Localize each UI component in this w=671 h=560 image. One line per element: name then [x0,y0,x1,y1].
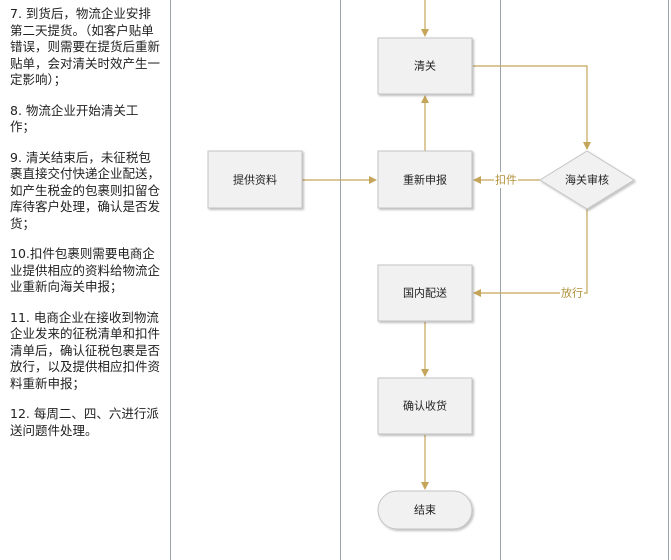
node-confirm-receipt [377,377,473,435]
note-8: 8. 物流企业开始清关工作； [10,102,139,135]
node-redeclare-label: 重新申报 [403,173,447,187]
node-customs-review-label: 海关审核 [565,173,609,187]
lane-divider-3 [500,0,501,560]
edge-customs-clear-to-review [473,65,591,150]
note-11: 11. 电商企业在接收到物流企业发来的征税清单和扣件清单后，确认征税包裹是否放行… [10,309,161,391]
node-end-label: 结束 [414,504,436,517]
edge-review-release-to-delivery [473,209,588,297]
lane-divider-1 [170,0,171,560]
node-redeclare [377,150,473,209]
lane-divider-4 [668,0,669,560]
note-7: 7. 到货后，物流企业安排第二天提货。（如客户贴单错误，则需要在提货后重新贴单，… [10,6,161,87]
node-provide-docs-label: 提供资料 [233,173,277,187]
lane-divider-2 [340,0,341,560]
note-12: 12. 每周二、四、六进行派送问题件处理。 [10,406,159,438]
node-domestic-delivery [377,264,473,322]
note-10: 10.扣件包裹则需要电商企业提供相应的资料给物流企业重新向海关申报； [10,246,161,294]
note-9: 9. 清关结束后，未征税包裹直接交付快递企业配送，如产生税金的包裹则扣留仓库待客… [10,149,161,231]
node-end [377,490,473,530]
node-provide-docs [207,150,303,209]
node-domestic-delivery-label: 国内配送 [403,286,447,300]
process-notes: 7. 到货后，物流企业安排第二天提货。（如客户贴单错误，则需要在提货后重新贴单，… [10,6,160,453]
edge-label-detain: 扣件 [495,173,517,187]
node-customs-clear [377,37,473,95]
node-customs-review [539,150,635,210]
node-customs-clear-label: 清关 [414,59,436,73]
edge-label-release: 放行 [561,286,583,300]
node-confirm-receipt-label: 确认收货 [403,399,447,413]
